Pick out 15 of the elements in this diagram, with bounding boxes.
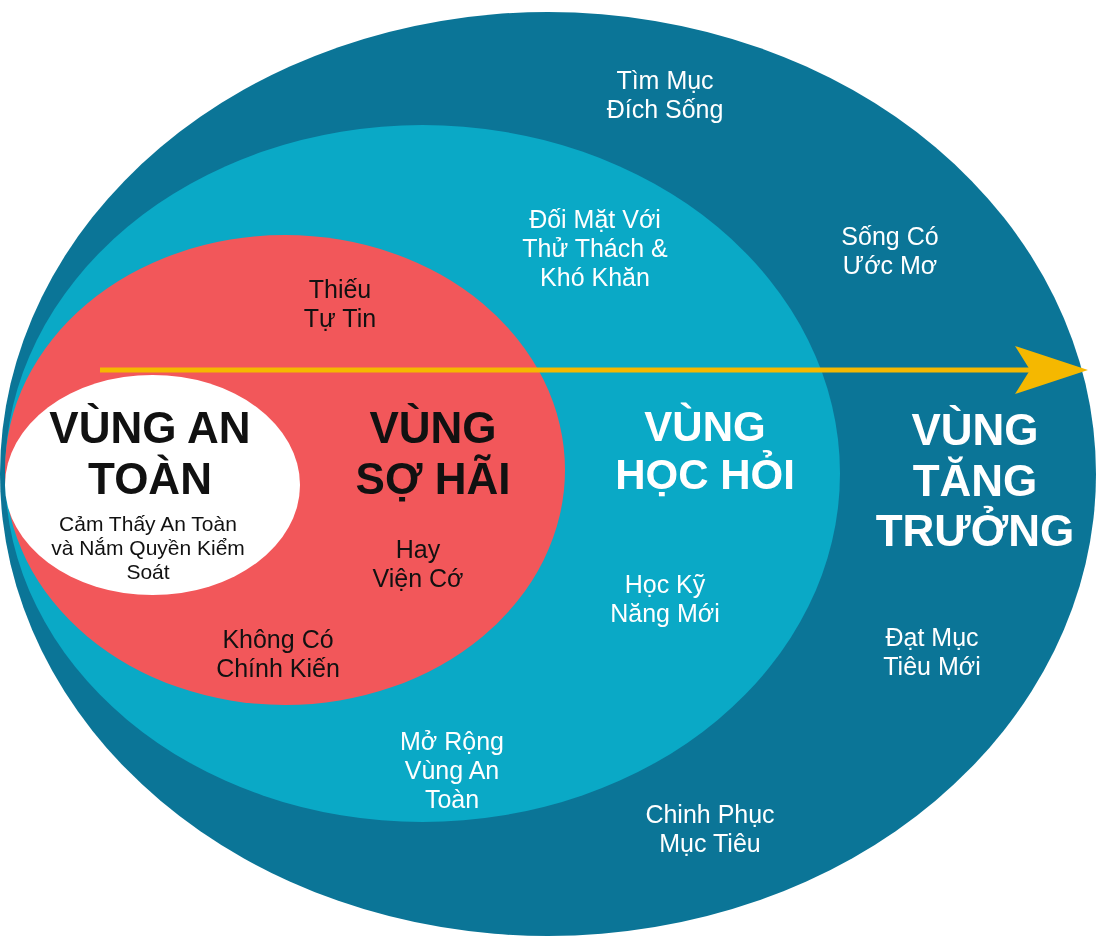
zone-item-text: Học Kỹ Năng Mới xyxy=(609,570,721,628)
zone-item-text: Hay Viện Cớ xyxy=(372,535,464,593)
zone-title: VÙNG TĂNG TRƯỞNG xyxy=(874,405,1076,557)
zone-item-text: Sống Có Ước Mơ xyxy=(840,222,940,280)
zone-item-text: Thiếu Tự Tin xyxy=(302,275,378,333)
zone-title: VÙNG SỢ HÃI xyxy=(354,403,512,505)
zone-item-text: Đối Mặt Với Thử Thách & Khó Khăn xyxy=(521,205,669,292)
zone-item-text: Chinh Phục Mục Tiêu xyxy=(644,800,776,858)
zone-item-text: Không Có Chính Kiến xyxy=(215,625,341,683)
zone-title: VÙNG AN TOÀN xyxy=(48,403,252,505)
zone-item-text: Cảm Thấy An Toàn và Nắm Quyền Kiểm Soát xyxy=(50,512,246,585)
zone-title: VÙNG HỌC HỎI xyxy=(614,403,796,500)
zone-item-text: Mở Rộng Vùng An Toàn xyxy=(399,727,505,814)
zone-item-text: Tìm Mục Đích Sống xyxy=(605,66,725,124)
zone-item-text: Đạt Mục Tiêu Mới xyxy=(882,623,982,681)
